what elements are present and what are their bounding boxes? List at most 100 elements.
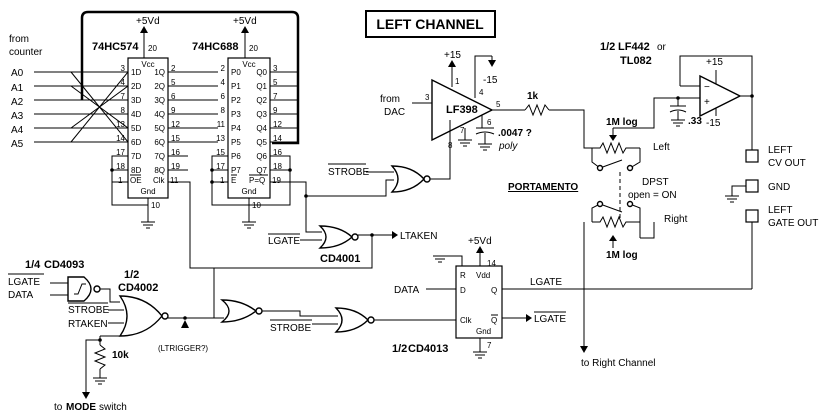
- ltaken-nor-gate: [318, 225, 354, 249]
- res-1k-label: 1k: [527, 91, 539, 102]
- hc688-name: 74HC688: [192, 41, 238, 53]
- hc574-left-pin-num: 18: [116, 162, 125, 171]
- hc688-right-pin-num: 5: [273, 78, 278, 87]
- to-right-arrow: [580, 346, 588, 353]
- hc574-pin-vcc: 20: [148, 44, 157, 53]
- ltrigger-nor-gate: [219, 299, 258, 323]
- hc574-left-pin-num: 17: [116, 148, 125, 157]
- opamp-name: LF442: [618, 41, 650, 53]
- hc574-clk: Clk: [153, 176, 166, 185]
- cd4013-chip: [455, 265, 503, 339]
- lf398-pin8: 8: [448, 141, 453, 150]
- cap-0047-plate2: [475, 131, 495, 135]
- hc574-right-pin-num: 15: [171, 134, 180, 143]
- title: LEFT CHANNEL: [376, 16, 484, 32]
- cd4013-clk: Clk: [460, 316, 473, 325]
- cd4002-fraction: 1/2: [124, 269, 139, 281]
- cd4001-name: CD4001: [320, 253, 360, 265]
- lgate-bar-arrow: [526, 314, 532, 322]
- opamp-minus: -15: [706, 118, 721, 129]
- ltrigger-arrow: [181, 320, 189, 328]
- a1-label: A1: [11, 83, 24, 94]
- hc688-left-pin-num: 2: [221, 64, 226, 73]
- cd4013-pin-gnd: 7: [487, 341, 492, 350]
- hc688-right-pin: Q7: [256, 166, 267, 175]
- res-10k-ground-icon: [93, 377, 107, 385]
- hc688-left-pin-num: 6: [221, 92, 226, 101]
- hc688-left-pin: P6: [231, 152, 241, 161]
- hc688-left-pin: P3: [231, 110, 241, 119]
- hc688-left-pin: P5: [231, 138, 241, 147]
- cd4093-fraction: 1/4: [25, 259, 41, 271]
- opamp-minus-sign: −: [704, 82, 710, 93]
- cd4002-nor-gate: [118, 295, 163, 337]
- hc688-right-pin: Q4: [256, 124, 267, 133]
- hc688-pin-out: 19: [272, 176, 281, 185]
- hc688-supply-arrow: [241, 26, 249, 33]
- hc688-peq: P=Q: [249, 176, 265, 185]
- hc688-right-pin-num: 7: [273, 92, 278, 101]
- title-box: [365, 10, 496, 38]
- switch-right-blade: [599, 203, 623, 213]
- hc574-left-pin-num: 3: [121, 64, 126, 73]
- pot-right-value: 1M log: [606, 250, 638, 261]
- hc688-right-pin-num: 3: [273, 64, 278, 73]
- hc688-vcc: Vcc: [242, 60, 255, 69]
- cd4013-fraction: 1/2: [392, 343, 407, 355]
- pot-left-wiper: [609, 135, 617, 141]
- hc688-right-pin-num: 16: [273, 148, 282, 157]
- cd4013-r: R: [460, 271, 466, 280]
- lgate-in-label: LGATE: [8, 277, 40, 288]
- hc574-supply-arrow: [140, 26, 148, 33]
- hc688-right-pin: Q5: [256, 138, 267, 147]
- gnd-jack: [745, 179, 759, 193]
- to-mode-bold: MODE: [66, 402, 96, 413]
- cd4013-name: CD4013: [408, 343, 448, 355]
- to-mode-suffix: switch: [99, 402, 127, 413]
- hc574-right-pin-num: 2: [171, 64, 176, 73]
- hc574-gnd: Gnd: [140, 187, 155, 196]
- pot-left-label: Left: [653, 142, 670, 153]
- hc574-right-pin: 5Q: [154, 124, 165, 133]
- cap-0047-label: .0047 ?: [498, 128, 532, 139]
- hc688-right-pin: Q2: [256, 96, 267, 105]
- hc574-pin-oe: 1: [118, 176, 123, 185]
- a0-label: A0: [11, 68, 24, 79]
- from-dac-label-1: from: [380, 94, 400, 105]
- hc574-right-pin: 1Q: [154, 68, 165, 77]
- hc574-right-pin: 7Q: [154, 152, 165, 161]
- to-mode-prefix: to: [54, 402, 63, 413]
- address-labels: A0 A1 A2 A3 A4 A5: [11, 68, 24, 150]
- opamp-chip: [699, 74, 742, 118]
- hc574-left-pin: 1D: [131, 68, 141, 77]
- hc574-left-pin: 8D: [131, 166, 141, 175]
- hc688-right-pin: Q0: [256, 68, 267, 77]
- opamp-alt: TL082: [620, 55, 652, 67]
- opamp-plus: +15: [706, 57, 723, 68]
- pot-left: [592, 141, 640, 155]
- gate-out-jack: [745, 209, 759, 223]
- hc574-right-pin-num: 6: [171, 92, 176, 101]
- hc688-pin-vcc: 20: [249, 44, 258, 53]
- hc574-right-pin-num: 9: [171, 106, 176, 115]
- hc688-left-pin-num: 11: [217, 120, 226, 129]
- lf398-pin3: 3: [425, 93, 430, 102]
- lf398-pin5: 5: [496, 100, 501, 109]
- hc574-pin-gnd: 10: [151, 201, 160, 210]
- pot-right-label: Right: [664, 214, 688, 225]
- hc574-ground-icon: [141, 221, 155, 229]
- hc574-left-pin: 7D: [131, 152, 141, 161]
- opamp-alt-sep: or: [657, 42, 667, 53]
- cd4093-name: CD4093: [44, 259, 84, 271]
- cd4013-r-ground-icon: [433, 255, 447, 263]
- pot-right-wiper: [609, 235, 617, 241]
- hc574-left-pin-num: 7: [121, 92, 126, 101]
- hc574-left-pin: 6D: [131, 138, 141, 147]
- ltrigger-label: (LTRIGGER?): [158, 344, 208, 353]
- peq-wire: [270, 181, 322, 233]
- hc574-vcc: Vcc: [141, 60, 154, 69]
- lf398-pin7: 7: [460, 126, 465, 135]
